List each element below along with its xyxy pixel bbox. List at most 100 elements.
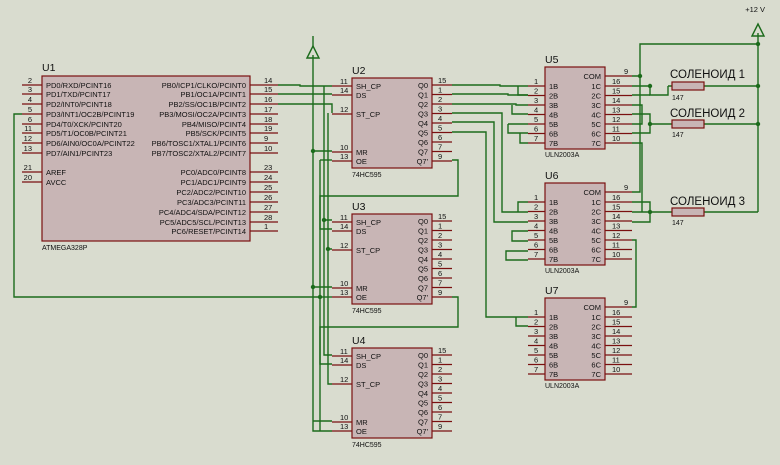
wire-clk-u4 bbox=[323, 220, 332, 356]
pin-number: 6 bbox=[28, 115, 32, 124]
pin-label: Q2 bbox=[418, 236, 428, 245]
pin-number: 13 bbox=[612, 222, 620, 231]
pin-label: PD6/AIN0/OC0A/PCINT22 bbox=[46, 139, 135, 148]
pin-number: 25 bbox=[264, 183, 272, 192]
chip-part: ULN2003A bbox=[545, 383, 580, 390]
pin-number: 5 bbox=[438, 124, 442, 133]
chip-body bbox=[351, 77, 433, 169]
pin-number: 1 bbox=[438, 86, 442, 95]
pin-label: DS bbox=[356, 91, 366, 100]
solenoid-label: СОЛЕНОИД 3 bbox=[670, 196, 745, 208]
pin-number: 5 bbox=[438, 260, 442, 269]
wire-mr-bus bbox=[312, 55, 332, 432]
wire-com-u7 bbox=[632, 239, 637, 308]
chip-body bbox=[351, 347, 433, 439]
pin-number: 5 bbox=[534, 346, 538, 355]
pin-label: 7C bbox=[591, 139, 601, 148]
pin-label: PD2/INT0/PCINT18 bbox=[46, 100, 112, 109]
pin-number: 9 bbox=[438, 422, 442, 431]
pin-number: 10 bbox=[340, 279, 348, 288]
chip-body bbox=[544, 182, 606, 266]
pin-label: MR bbox=[356, 284, 368, 293]
pin-label: 5C bbox=[591, 351, 601, 360]
pin-number: 27 bbox=[264, 203, 272, 212]
pin-label: PD0/RXD/PCINT16 bbox=[46, 81, 111, 90]
pin-label: Q4 bbox=[418, 389, 428, 398]
pin-label: 5B bbox=[549, 236, 558, 245]
pin-label: Q7 bbox=[418, 148, 428, 157]
pin-label: Q3 bbox=[418, 246, 428, 255]
pin-number: 24 bbox=[264, 173, 272, 182]
pin-number: 12 bbox=[340, 241, 348, 250]
chip-ref: U3 bbox=[352, 201, 366, 213]
pin-label: Q6 bbox=[418, 408, 428, 417]
pin-number: 14 bbox=[612, 96, 620, 105]
pin-label: 5B bbox=[549, 351, 558, 360]
pin-label: PD5/T1/OC0B/PCINT21 bbox=[46, 129, 127, 138]
pin-label: PD1/TXD/PCINT17 bbox=[46, 90, 111, 99]
pin-number: 7 bbox=[438, 143, 442, 152]
pin-number: 10 bbox=[612, 365, 620, 374]
pin-number: 7 bbox=[534, 365, 538, 374]
pin-label: Q7 bbox=[418, 418, 428, 427]
pin-number: 19 bbox=[264, 124, 272, 133]
pin-label: PB4/MISO/PCINT4 bbox=[182, 120, 246, 129]
pin-number: 11 bbox=[340, 77, 348, 86]
pin-label: 3C bbox=[591, 101, 601, 110]
pin-label: 2B bbox=[549, 323, 558, 332]
pin-number: 16 bbox=[264, 95, 272, 104]
pin-number: 5 bbox=[438, 394, 442, 403]
wire-oe bbox=[13, 113, 320, 298]
pin-label: SH_CP bbox=[356, 82, 381, 91]
pin-label: ST_CP bbox=[356, 380, 380, 389]
pin-label: MR bbox=[356, 148, 368, 157]
pin-label: PD4/T0/XCK/PCINT20 bbox=[46, 120, 122, 129]
pin-number: 13 bbox=[24, 144, 32, 153]
pin-number: 12 bbox=[24, 134, 32, 143]
pin-number: 2 bbox=[534, 203, 538, 212]
junction bbox=[321, 217, 327, 223]
pin-number: 15 bbox=[612, 203, 620, 212]
pin-number: 12 bbox=[340, 375, 348, 384]
pin-number: 6 bbox=[534, 125, 538, 134]
junction bbox=[317, 294, 323, 300]
pin-label: 6B bbox=[549, 246, 558, 255]
pin-number: 1 bbox=[264, 222, 268, 231]
wire-st-cp bbox=[278, 103, 333, 113]
pin-label: Q7' bbox=[417, 427, 429, 436]
wire-u5-bridge-a bbox=[517, 86, 528, 96]
pin-number: 3 bbox=[438, 241, 442, 250]
pin-label: Q5 bbox=[418, 265, 428, 274]
pin-label: Q7' bbox=[417, 293, 429, 302]
wire-q2 bbox=[452, 103, 528, 106]
pin-number: 1 bbox=[438, 356, 442, 365]
pin-number: 20 bbox=[24, 173, 32, 182]
pin-number: 1 bbox=[534, 77, 538, 86]
pin-number: 10 bbox=[264, 144, 272, 153]
pin-number: 14 bbox=[340, 86, 348, 95]
pin-label: 1C bbox=[591, 82, 601, 91]
components: U1ATMEGA328P2PD0/RXD/PCINT163PD1/TXD/PCI… bbox=[22, 54, 632, 449]
chip-part: ATMEGA328P bbox=[42, 245, 88, 252]
pin-number: 1 bbox=[534, 308, 538, 317]
pin-label: 2B bbox=[549, 92, 558, 101]
pin-label: 6C bbox=[591, 246, 601, 255]
junction bbox=[647, 121, 653, 127]
pin-number: 15 bbox=[438, 346, 446, 355]
pin-label: Q0 bbox=[418, 217, 428, 226]
pin-number: 21 bbox=[24, 163, 32, 172]
power-label: +12 V bbox=[745, 5, 765, 14]
chip-ref: U1 bbox=[42, 62, 56, 74]
wire-sh-cp bbox=[278, 84, 332, 87]
pin-number: 4 bbox=[438, 114, 442, 123]
pin-number: 5 bbox=[28, 105, 32, 114]
pin-number: 2 bbox=[28, 76, 32, 85]
pin-number: 9 bbox=[438, 288, 442, 297]
pin-number: 3 bbox=[438, 105, 442, 114]
pin-number: 9 bbox=[264, 134, 268, 143]
pin-label: Q1 bbox=[418, 227, 428, 236]
wire-q5 bbox=[452, 131, 528, 318]
